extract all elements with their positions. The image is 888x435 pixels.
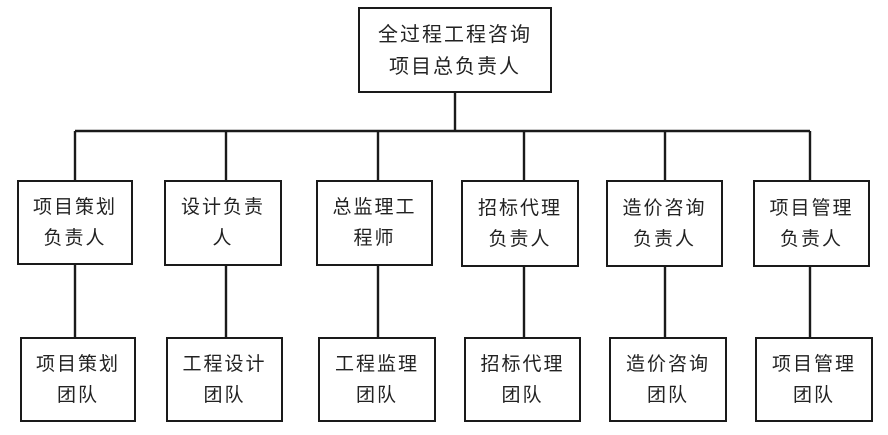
root-node-line2: 项目总负责人 [389, 54, 521, 78]
team-node-cost: 造价咨询 团队 [609, 337, 727, 422]
team-node-line2: 团队 [203, 383, 246, 406]
manager-node-line2: 人 [212, 227, 234, 249]
team-node-supervision: 工程监理 团队 [318, 337, 436, 422]
team-node-line2: 团队 [646, 383, 689, 406]
manager-node-supervision: 总监理工 程师 [316, 180, 433, 266]
team-node-line1: 招标代理 [480, 352, 565, 375]
root-node: 全过程工程咨询 项目总负责人 [358, 7, 552, 93]
manager-node-line2: 负责人 [488, 227, 552, 250]
manager-node-line1: 总监理工 [332, 196, 417, 218]
team-node-line1: 工程监理 [334, 352, 419, 375]
team-node-line2: 团队 [792, 383, 835, 406]
team-node-line1: 项目策划 [35, 352, 120, 375]
manager-node-line2: 负责人 [779, 227, 843, 250]
team-node-management: 项目管理 团队 [755, 337, 873, 422]
root-node-line1: 全过程工程咨询 [378, 22, 532, 46]
team-node-line1: 项目管理 [771, 352, 856, 375]
team-node-design: 工程设计 团队 [166, 337, 283, 422]
team-node-line1: 工程设计 [182, 352, 267, 375]
manager-node-line2: 负责人 [632, 227, 696, 250]
manager-node-line1: 项目策划 [32, 195, 117, 218]
manager-node-line1: 造价咨询 [622, 196, 707, 219]
team-node-planning: 项目策划 团队 [20, 337, 136, 422]
team-node-line2: 团队 [56, 383, 99, 406]
team-node-bidding: 招标代理 团队 [464, 337, 581, 422]
manager-node-line2: 负责人 [43, 226, 107, 249]
team-node-line1: 造价咨询 [625, 352, 710, 375]
manager-node-planning: 项目策划 负责人 [17, 180, 133, 265]
manager-node-line1: 招标代理 [477, 196, 562, 219]
team-node-line2: 团队 [355, 383, 398, 406]
team-node-line2: 团队 [501, 383, 544, 406]
manager-node-line1: 设计负责 [180, 196, 265, 218]
manager-node-line1: 项目管理 [769, 196, 854, 219]
manager-node-bidding: 招标代理 负责人 [461, 180, 579, 267]
manager-node-management: 项目管理 负责人 [753, 180, 870, 267]
manager-node-line2: 程师 [353, 227, 396, 249]
manager-node-cost: 造价咨询 负责人 [606, 180, 723, 267]
manager-node-design: 设计负责 人 [164, 180, 282, 266]
